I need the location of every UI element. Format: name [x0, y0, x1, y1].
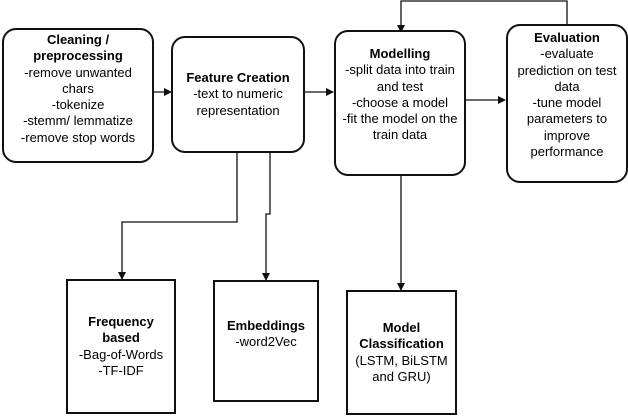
frequency-based-node: Frequency based -Bag-of-Words -TF-IDF	[66, 279, 176, 414]
node-title: Model	[382, 320, 421, 335]
node-item: -evaluate	[540, 46, 594, 62]
modelling-node: Modelling -split data into train and tes…	[334, 30, 466, 176]
node-title: Evaluation	[534, 30, 600, 45]
arrow-feature-to-frequency	[118, 152, 238, 280]
node-item: -remove stop words	[20, 129, 136, 145]
node-title: Embeddings	[226, 318, 305, 333]
feature-creation-node: Feature Creation -text to numeric repres…	[171, 36, 305, 153]
node-title: preprocessing	[33, 48, 123, 64]
node-item: -remove unwanted	[24, 64, 132, 80]
node-title: Classification	[359, 336, 444, 352]
node-item: data	[554, 78, 580, 94]
node-item: and GRU)	[372, 368, 431, 384]
node-item: -choose a model	[351, 94, 449, 110]
node-title: based	[102, 330, 140, 346]
node-item: -Bag-of-Words	[78, 346, 164, 362]
arrow-feature-to-embeddings	[262, 152, 271, 281]
node-title: Modelling	[369, 46, 431, 61]
node-item: -fit the model on the	[342, 111, 458, 126]
node-item: -text to numeric	[193, 86, 283, 102]
node-item: improve	[543, 127, 591, 143]
node-title: Feature Creation	[186, 70, 290, 85]
node-item: -tune model	[532, 95, 602, 110]
node-item: -word2Vec	[235, 334, 297, 350]
arrow-evaluation-to-modelling-feedback	[397, 0, 568, 33]
node-item: -split data into train	[345, 62, 455, 78]
node-title: Frequency	[88, 314, 154, 329]
node-item: parameters to	[526, 111, 608, 127]
cleaning-preprocessing-node: Cleaning / preprocessing -remove unwante…	[2, 28, 154, 163]
node-item: prediction on test	[517, 62, 617, 78]
model-classification-node: Model Classification (LSTM, BiLSTM and G…	[346, 290, 457, 415]
node-item: and test	[376, 78, 424, 94]
node-item: -stemm/ lemmatize	[23, 113, 133, 129]
node-item: performance	[530, 143, 604, 159]
evaluation-node: Evaluation -evaluate prediction on test …	[506, 24, 628, 183]
node-item: train data	[372, 127, 428, 143]
node-item: chars	[62, 80, 94, 96]
node-item: representation	[196, 102, 280, 118]
node-title: Cleaning /	[46, 32, 110, 47]
node-item: -tokenize	[51, 97, 105, 112]
node-item: (LSTM, BiLSTM	[355, 352, 448, 368]
node-item: -TF-IDF	[98, 362, 144, 378]
embeddings-node: Embeddings -word2Vec	[213, 280, 319, 402]
